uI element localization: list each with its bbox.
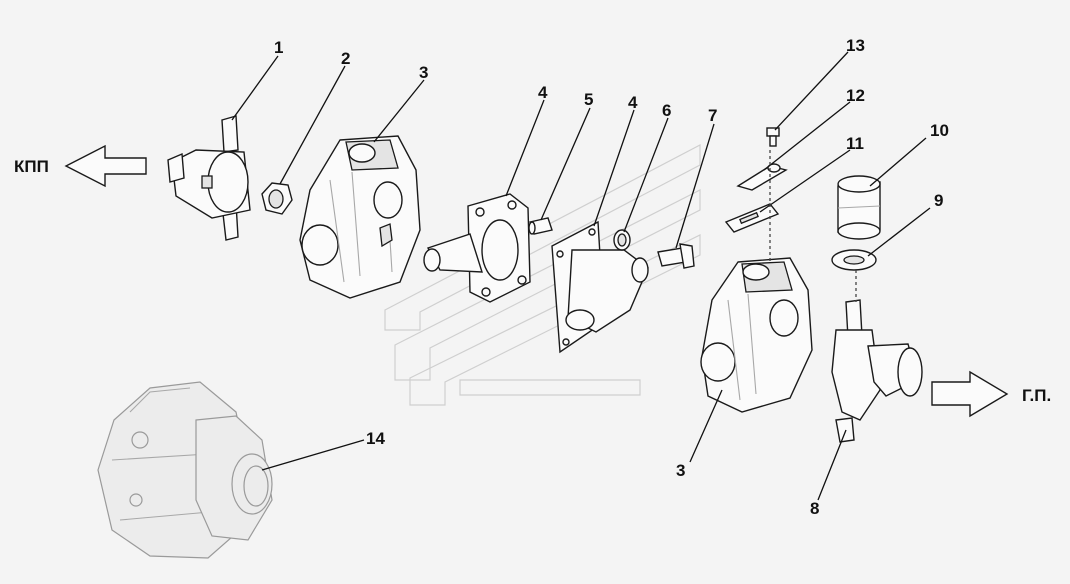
callout-2: 2 (341, 49, 350, 68)
part-7-bolt (657, 243, 695, 269)
part-5-pin (528, 217, 553, 235)
part-9-washer (831, 249, 877, 271)
callout-7: 7 (708, 106, 717, 125)
part-4-flange-left (423, 193, 531, 303)
arrow-right-icon (931, 370, 1009, 418)
callout-13: 13 (846, 36, 865, 55)
watermark (384, 144, 701, 406)
callout-5: 5 (584, 90, 593, 109)
callout-4-left: 4 (538, 83, 548, 102)
part-3-housing-left (299, 135, 421, 299)
direction-left-label: КПП (14, 157, 49, 176)
callout-4-center: 4 (628, 93, 638, 112)
part-2-nut (261, 182, 293, 215)
part-11-lock-plate (724, 203, 780, 233)
callout-8: 8 (810, 499, 819, 518)
part-6-ring (613, 229, 631, 251)
callout-14: 14 (366, 429, 385, 448)
leader-lines (231, 51, 931, 501)
part-12-tab-washer (736, 163, 788, 191)
callout-11: 11 (846, 134, 864, 153)
callouts: 1 2 3 4 5 4 6 7 13 12 11 10 9 3 8 14 (274, 36, 949, 518)
callout-9: 9 (934, 191, 943, 210)
callout-3-lower: 3 (676, 461, 685, 480)
part-13-screw (766, 127, 780, 147)
part-10-bushing (837, 175, 881, 240)
callout-6: 6 (662, 101, 671, 120)
callout-1: 1 (274, 38, 283, 57)
part-4-housing-center (551, 220, 649, 354)
part-3-housing-right (700, 257, 813, 413)
direction-right-label: Г.П. (1022, 386, 1051, 405)
part-1-yoke (167, 115, 251, 241)
callout-3-upper: 3 (419, 63, 428, 82)
callout-10: 10 (930, 121, 949, 140)
part-8-fork (831, 299, 923, 443)
callout-12: 12 (846, 86, 865, 105)
arrow-left-icon (64, 144, 147, 188)
part-14-assembly (97, 381, 273, 559)
